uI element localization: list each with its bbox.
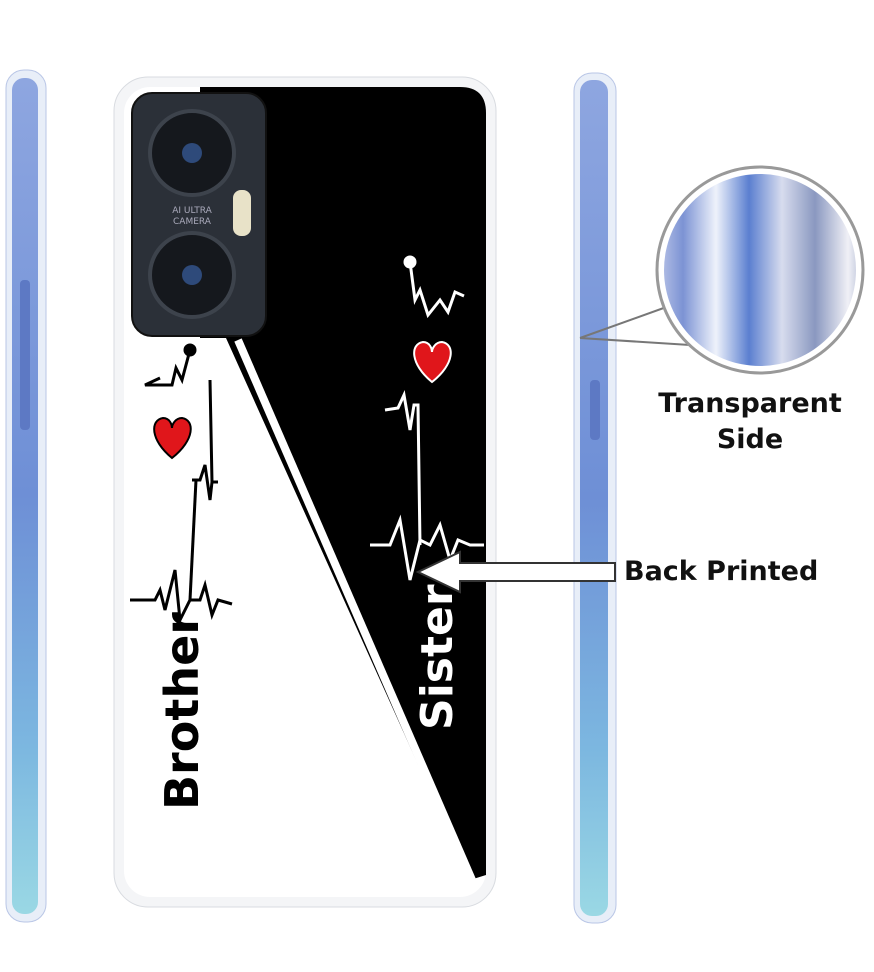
back-printed-label: Back Printed — [624, 556, 819, 587]
camera-label-2: CAMERA — [173, 217, 212, 227]
label-line: Transparent — [658, 388, 842, 419]
sister-text: Sister — [412, 584, 463, 730]
heart-icon — [153, 416, 192, 460]
label-line: Side — [716, 424, 784, 455]
camera-label-1: AI ULTRA — [172, 206, 212, 216]
right-side-view — [573, 72, 617, 924]
arrow-icon — [415, 550, 616, 594]
flash-icon — [233, 190, 251, 236]
sister-heartbeat — [370, 255, 484, 581]
left-side-view — [5, 69, 47, 923]
heart-icon — [413, 340, 452, 384]
magnifier-callout — [579, 165, 865, 375]
transparent-side-label: Transparent Side — [640, 386, 860, 458]
camera-module: AI ULTRA CAMERA — [131, 92, 267, 337]
diagonal-stripe — [234, 338, 476, 882]
brother-text: Brother — [155, 612, 209, 810]
brother-heartbeat — [130, 343, 233, 626]
